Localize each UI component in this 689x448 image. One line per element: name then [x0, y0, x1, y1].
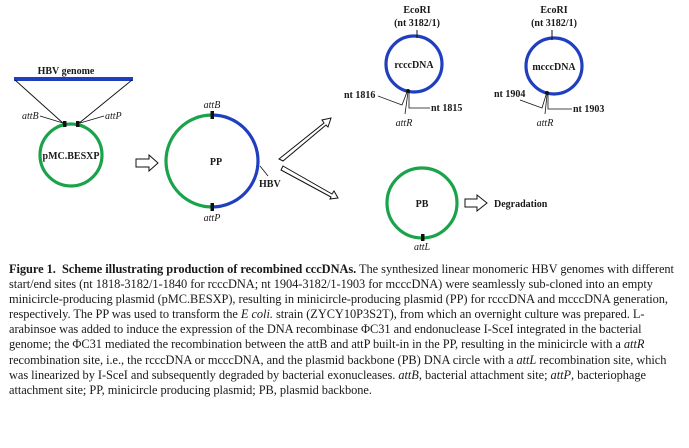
pb-attl-marker	[421, 234, 425, 241]
mcccdna-nt-left: nt 1904	[494, 89, 525, 100]
pp-attb-label: attB	[204, 100, 221, 111]
arrow-down-right-icon	[280, 165, 339, 200]
rcccdna-nt-right-pointer	[408, 92, 430, 109]
mcccdna-attr-pointer	[544, 94, 548, 115]
pb-name: PB	[416, 199, 429, 210]
mcccdna-circle	[524, 36, 584, 96]
caption-attr: attR	[623, 337, 645, 352]
caption-line-4: producing plasmid (PP) for rcccDNA and m…	[9, 292, 668, 322]
insertion-line-right	[77, 79, 133, 125]
pmc-besxp-circle	[38, 122, 104, 188]
mcccdna-attr-label: attR	[537, 118, 554, 129]
degradation-arrow-icon	[464, 193, 488, 213]
rcccdna-attr-pointer	[404, 91, 409, 115]
rcccdna-nt-left-pointer	[377, 91, 408, 106]
caption-line-1: The synthesized linear monomeric HBV	[359, 262, 558, 276]
pb-attl-label: attL	[414, 242, 431, 252]
pp-hbv-arc	[211, 113, 260, 209]
pp-attp-label: attP	[204, 213, 221, 224]
rcccdna-ecori-nt-label: (nt 3182/1)	[394, 18, 440, 29]
pb-plasmid-backbone: PB attL Degradation	[385, 166, 548, 252]
pp-backbone-arc	[164, 113, 213, 209]
rcccdna-attr-label: attR	[396, 118, 413, 129]
pp-attp-marker	[210, 203, 214, 211]
caption-title: Scheme illustrating production of recomb…	[61, 262, 357, 276]
rcccdna-minicircle: EcoRI (nt 3182/1) rcccDNA nt 1816 nt 181…	[344, 5, 462, 129]
caption-line-2: genomes with different start/end sites (…	[9, 262, 674, 292]
attb-marker	[63, 121, 67, 127]
rcccdna-nt-right: nt 1815	[431, 103, 462, 114]
pmc-besxp-name: pMC.BESXP	[43, 151, 100, 162]
pmc-besxp-plasmid: attB attP pMC.BESXP	[22, 111, 122, 188]
caption-attb: attB,	[398, 367, 422, 382]
mcccdna-name: mcccDNA	[532, 62, 576, 73]
mcccdna-nt-left-pointer	[519, 94, 547, 109]
attb-label: attB	[22, 111, 39, 122]
degradation-label: Degradation	[494, 199, 548, 210]
hbv-pointer	[259, 165, 269, 177]
attp-marker	[76, 121, 80, 127]
attp-label: attP	[105, 111, 122, 122]
caption-line-9: recombination site, which was linearized…	[9, 352, 667, 382]
caption-line-12: backbone.	[321, 382, 372, 397]
caption-line-7: ΦC31 mediated the recombination between …	[72, 337, 621, 352]
caption-figure-label: Figure 1.	[9, 262, 56, 276]
caption-line-6: the expression of the DNA recombinase ΦC…	[9, 322, 642, 352]
pp-hbv-label: HBV	[259, 179, 281, 190]
mcccdna-ecori-label: EcoRI	[540, 5, 567, 16]
arrow-up-right-icon	[278, 117, 332, 162]
mcccdna-minicircle: EcoRI (nt 3182/1) mcccDNA nt 1904 nt 190…	[494, 5, 604, 129]
arrow-right-icon	[135, 153, 159, 173]
caption-line-3: were seamlessly sub-cloned into an empty…	[9, 277, 653, 307]
rcccdna-name: rcccDNA	[394, 60, 434, 71]
mcccdna-nt-right: nt 1903	[573, 104, 604, 115]
mcccdna-attr-marker	[545, 91, 549, 95]
attb-pointer	[39, 115, 64, 124]
caption-line-8: recombination site, i.e., the rcccDNA or…	[9, 352, 514, 367]
hbv-genome-label: HBV genome	[38, 66, 95, 77]
mcccdna-nt-right-pointer	[547, 95, 572, 110]
split-arrows-icon	[278, 117, 339, 200]
pp-plasmid: attB attP PP HBV	[164, 100, 281, 224]
insertion-line-left	[14, 79, 65, 125]
caption-ecoli: E coli.	[240, 307, 273, 322]
pp-name: PP	[210, 157, 222, 168]
scheme-figure: HBV genome attB attP pMC.BESXP attB attP…	[14, 5, 604, 252]
attp-pointer	[79, 115, 105, 124]
rcccdna-nt-left: nt 1816	[344, 90, 375, 101]
mcccdna-ecori-nt-label: (nt 3182/1)	[531, 18, 577, 29]
caption-line-11: , bacteriophage attachment site; PP, min…	[9, 367, 646, 397]
caption-line-5: strain (ZYCY10P3S2T), from which an over…	[9, 307, 645, 337]
rcccdna-circle	[384, 34, 444, 94]
caption-line-10: bacterial attachment site;	[424, 367, 548, 382]
caption-attl: attL	[516, 352, 537, 367]
rcccdna-ecori-label: EcoRI	[403, 5, 430, 16]
figure-caption: Figure 1. Scheme illustrating production…	[9, 262, 685, 398]
hbv-genome-linear: HBV genome	[14, 66, 133, 125]
pp-attb-marker	[210, 111, 214, 119]
caption-attp: attP	[550, 367, 572, 382]
